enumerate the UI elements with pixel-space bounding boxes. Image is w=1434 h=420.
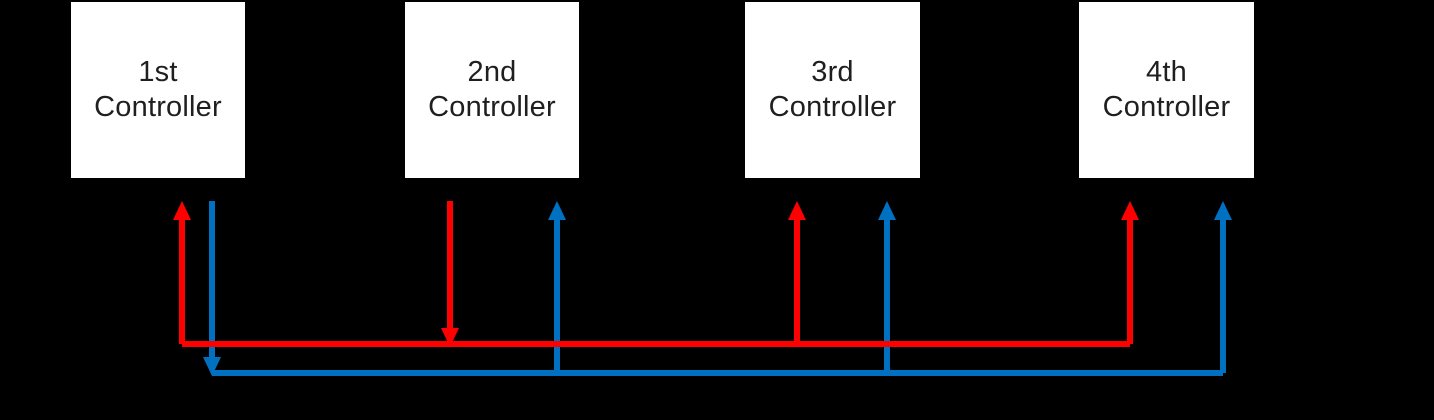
blue-connection-controller-3-up-arrowhead bbox=[878, 201, 896, 220]
controller-label-ordinal: 2nd bbox=[467, 56, 517, 88]
blue-connection-controller-1-down-arrowhead bbox=[203, 357, 221, 376]
controller-label-word: Controller bbox=[1102, 91, 1231, 123]
blue-connection-controller-2-up-arrowhead bbox=[548, 201, 566, 220]
controller-label-ordinal: 3rd bbox=[811, 56, 854, 88]
red-connection-controller-3-up-arrowhead bbox=[788, 201, 806, 220]
red-connection-controller-4-up-arrowhead bbox=[1121, 201, 1139, 220]
red-connection-controller-2-down-arrowhead bbox=[441, 328, 459, 347]
controller-label-ordinal: 1st bbox=[138, 56, 178, 88]
controller-label-word: Controller bbox=[94, 91, 222, 123]
controller-label-ordinal: 4th bbox=[1146, 56, 1187, 88]
controller-label-word: Controller bbox=[768, 91, 897, 123]
red-connection-controller-1-up-arrowhead bbox=[173, 201, 191, 220]
controller-label-word: Controller bbox=[428, 91, 556, 123]
blue-connection-controller-4-up-arrowhead bbox=[1214, 201, 1232, 220]
